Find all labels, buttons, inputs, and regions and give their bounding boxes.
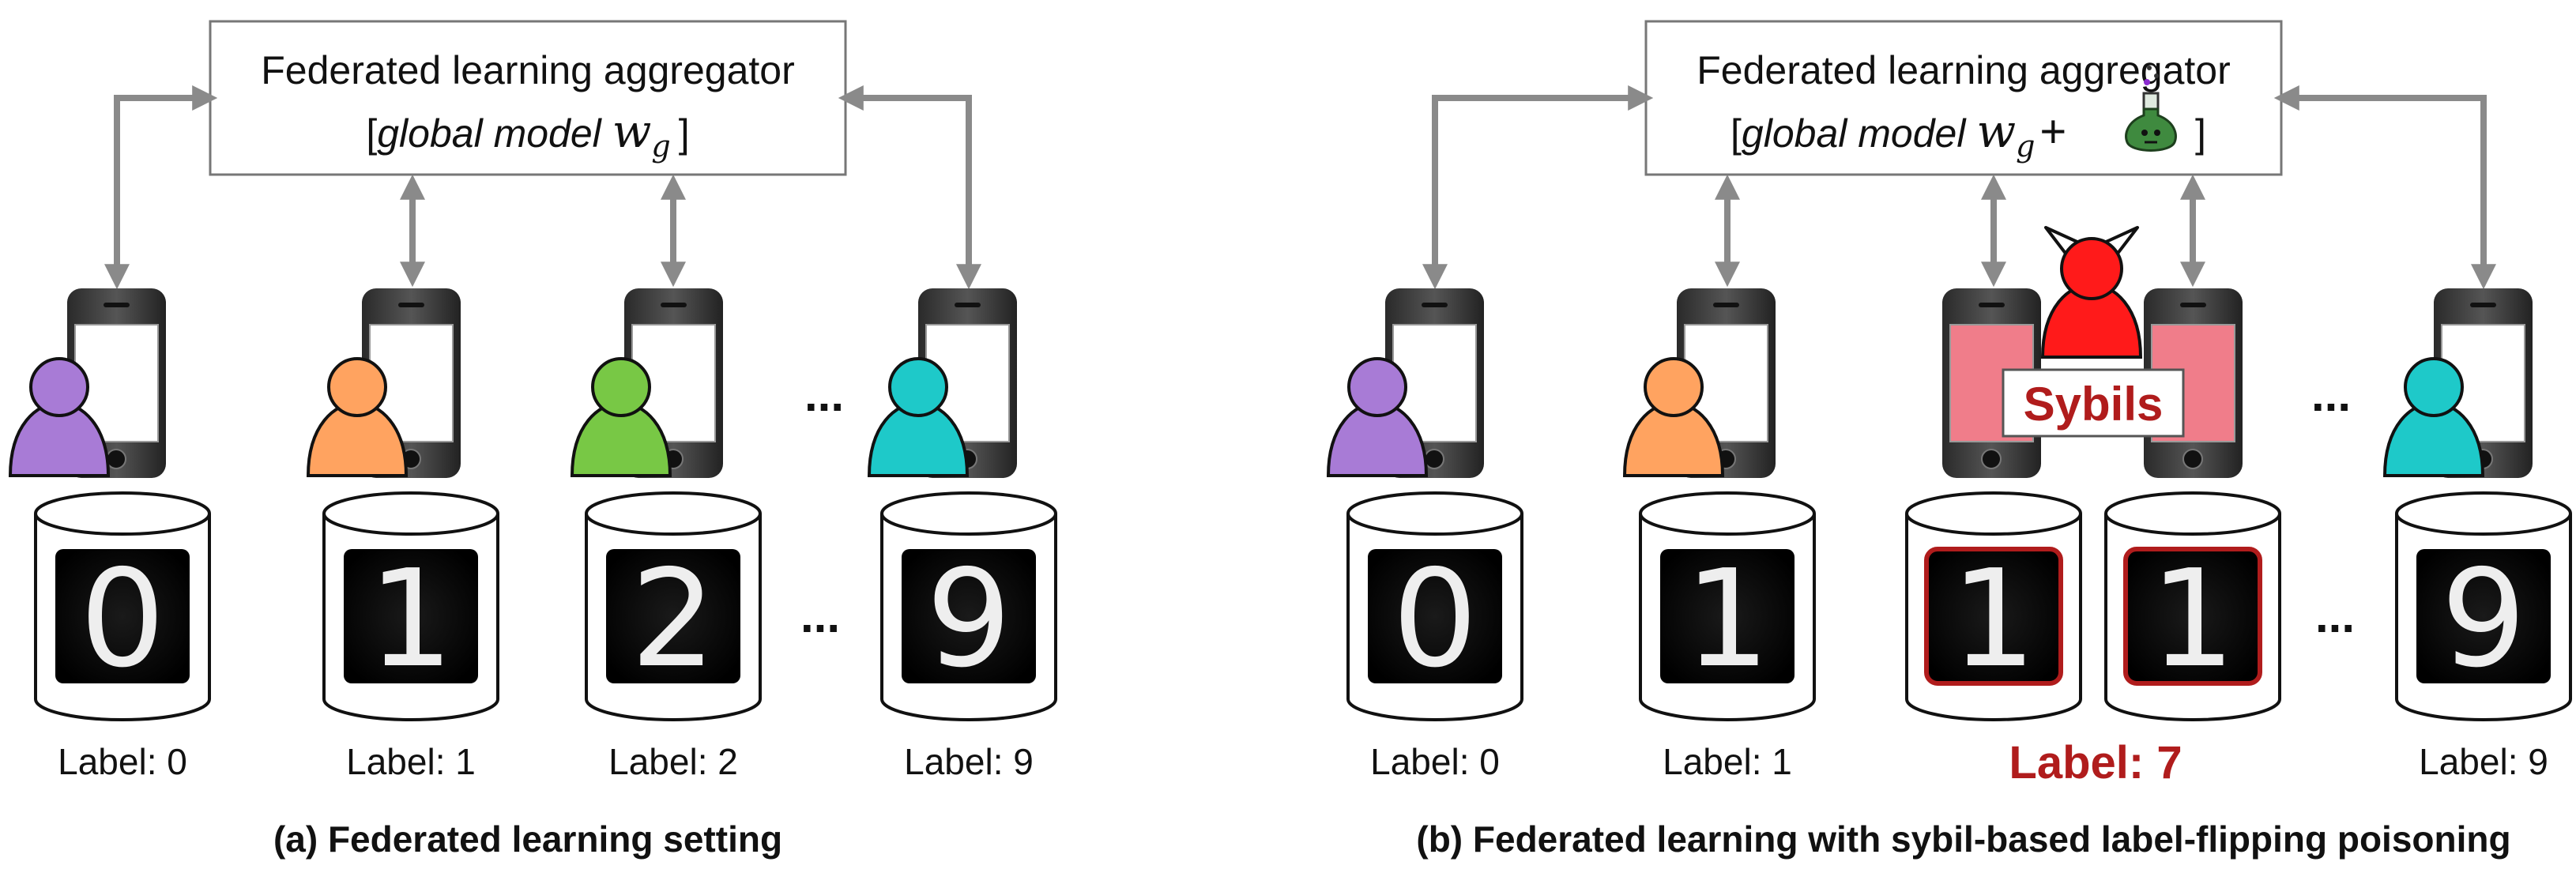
sybils-badge: Sybils	[2002, 368, 2185, 438]
panel-a: Federated learning aggregator [global mo…	[8, 20, 1057, 860]
phone-icon	[67, 288, 166, 478]
client-label: Label: 9	[2419, 741, 2548, 782]
client-label: Label: 9	[904, 741, 1034, 782]
dataset-cylinder: 2	[585, 491, 762, 721]
aggregator-bracket-b: ]	[2195, 111, 2206, 156]
dataset-cylinder: 0	[34, 491, 211, 721]
sybil-dataset-2: 1	[2104, 491, 2281, 721]
devil-attacker-icon	[2040, 226, 2143, 359]
aggregator-title-a: Federated learning aggregator	[261, 48, 794, 92]
client-label: Label: 1	[1663, 741, 1792, 782]
person-icon	[1622, 357, 1725, 477]
aggregator-box-a: Federated learning aggregator [global mo…	[209, 20, 847, 176]
sybil-dataset-1: 1	[1905, 491, 2082, 721]
dataset-cylinder: 0	[1346, 491, 1523, 721]
dataset-cylinder: 1	[322, 491, 499, 721]
person-icon	[867, 357, 970, 477]
digit-image: 9	[2441, 541, 2526, 698]
client-1-b: 1 Label: 1	[1622, 288, 1816, 782]
client-1-a: 1 Label: 1	[306, 288, 499, 782]
digit-image: 1	[1951, 541, 2036, 698]
client-label: Label: 0	[1370, 741, 1500, 782]
client-2-a: 2 Label: 2	[570, 288, 762, 782]
panel-b: Federated learning aggregator [global mo…	[1326, 20, 2572, 860]
ellipsis-phones-a: ...	[804, 368, 844, 421]
arrow-client-0-a	[104, 85, 218, 290]
client-0-b: 0 Label: 0	[1326, 288, 1523, 782]
digit-image: 1	[1685, 541, 1770, 698]
arrows-a	[104, 85, 981, 290]
dataset-cylinder: 9	[2395, 491, 2572, 721]
caption-b: (b) Federated learning with sybil-based …	[1416, 818, 2510, 860]
arrow-client-9-b	[2273, 85, 2496, 290]
client-9-a: 9 Label: 9	[867, 288, 1057, 782]
client-9-b: 9 Label: 9	[2382, 288, 2572, 782]
client-label: Label: 1	[346, 741, 476, 782]
ellipsis-datasets-b: ...	[2315, 589, 2355, 642]
digit-image: 1	[2150, 541, 2235, 698]
digit-image: 2	[631, 541, 716, 698]
arrow-client-9-a	[838, 85, 981, 290]
flipped-label: Label: 7	[2009, 737, 2182, 788]
person-icon	[1326, 357, 1429, 477]
arrow-client-0-b	[1422, 85, 1654, 290]
digit-image: 0	[80, 541, 165, 698]
dataset-cylinder: 9	[880, 491, 1057, 721]
sybils-label: Sybils	[2024, 378, 2164, 431]
digit-image: 1	[368, 541, 454, 698]
person-icon	[2382, 357, 2485, 477]
person-icon	[306, 357, 409, 477]
aggregator-title-b: Federated learning aggregator	[1697, 48, 2230, 92]
person-icon	[570, 357, 672, 477]
caption-a: (a) Federated learning setting	[273, 818, 782, 860]
digit-image: 0	[1392, 541, 1478, 698]
poison-flask-icon	[2125, 66, 2177, 152]
client-label: Label: 0	[58, 741, 187, 782]
client-0-a: 0 Label: 0	[8, 288, 211, 782]
sybil-phone-2	[2144, 288, 2243, 478]
digit-image: 9	[926, 541, 1011, 698]
ellipsis-datasets-a: ...	[800, 589, 840, 642]
client-label: Label: 2	[608, 741, 738, 782]
dataset-cylinder: 1	[1639, 491, 1816, 721]
ellipsis-phones-b: ...	[2311, 368, 2351, 421]
aggregator-box-b: Federated learning aggregator [global mo…	[1644, 20, 2283, 176]
person-icon	[8, 357, 111, 477]
arrows-b	[1422, 85, 2496, 290]
